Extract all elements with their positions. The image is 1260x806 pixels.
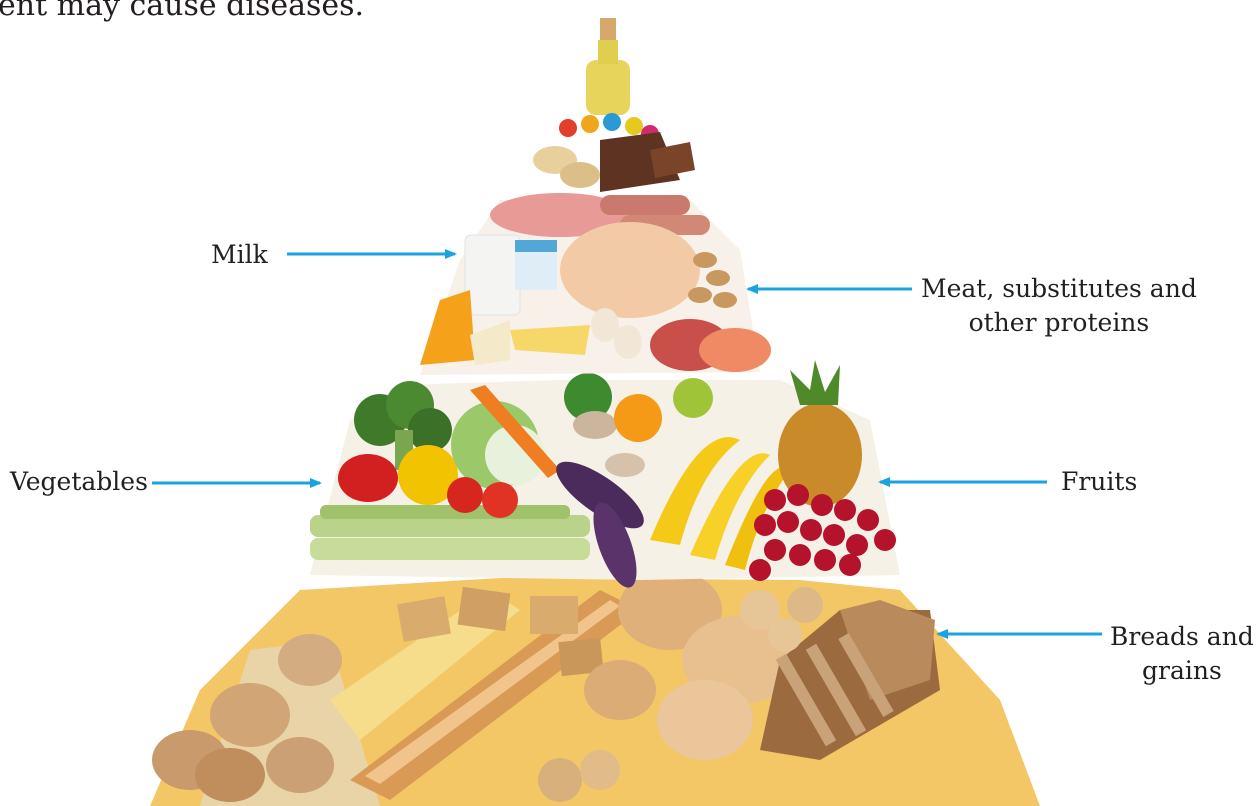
meat-label: Meat, substitutes and other proteins xyxy=(921,272,1197,340)
milk-label: Milk xyxy=(211,238,268,272)
meat-label-line1: Meat, substitutes and xyxy=(921,272,1197,306)
fruits-label: Fruits xyxy=(1061,465,1137,499)
breads-label-line2: grains xyxy=(1110,654,1254,688)
meat-label-line2: other proteins xyxy=(921,306,1197,340)
vegetables-label: Vegetables xyxy=(10,465,148,499)
breads-label: Breads and grains xyxy=(1110,620,1254,688)
breads-label-line1: Breads and xyxy=(1110,620,1254,654)
